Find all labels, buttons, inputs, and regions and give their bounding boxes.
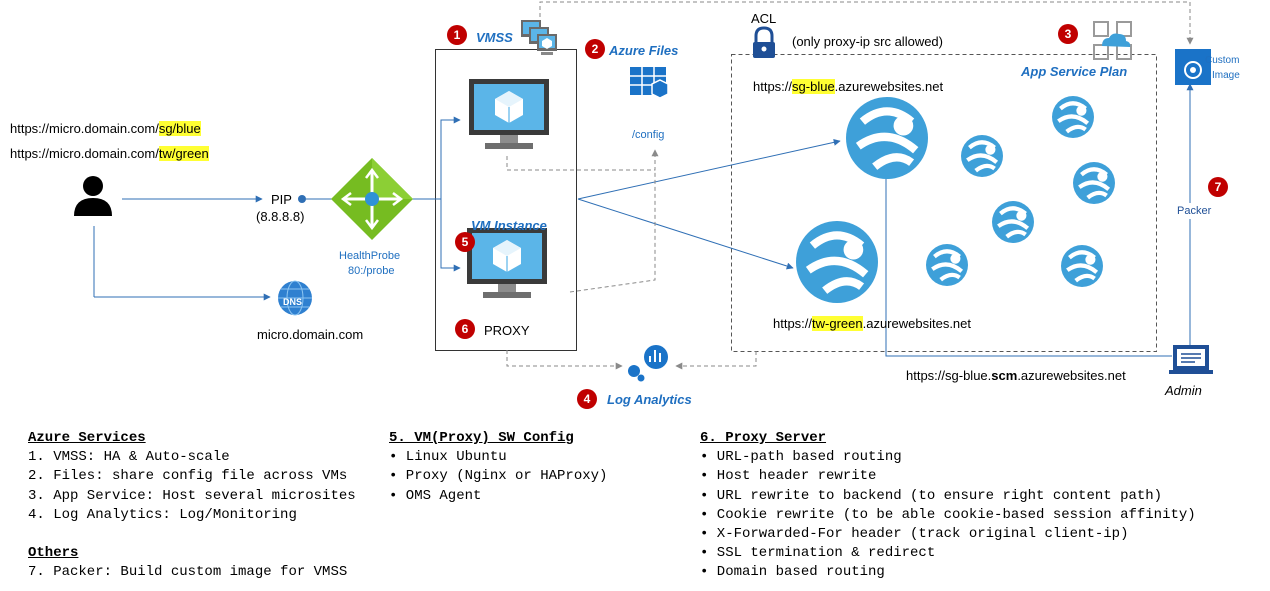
- url-path: sg/blue: [158, 121, 201, 136]
- vmss-box: [435, 49, 577, 351]
- site-name: tw-green: [812, 316, 863, 331]
- note-item: • SSL termination & redirect: [700, 545, 936, 562]
- badge-proxy: 6: [455, 319, 475, 339]
- azure-services-heading: Azure Services: [28, 430, 146, 446]
- web-app-icon: [992, 201, 1034, 243]
- note-item: • URL-path based routing: [700, 449, 902, 466]
- web-app-icon: [961, 135, 1003, 177]
- note-item: • Linux Ubuntu: [389, 449, 507, 466]
- vm-monitor-icon: [468, 78, 550, 150]
- web-app-tw-green-icon: [796, 221, 878, 303]
- user-icon: [74, 176, 112, 216]
- vm-instance-label: VM Instance: [471, 218, 547, 233]
- vm-config-heading: 5. VM(Proxy) SW Config: [389, 430, 574, 446]
- note-item: 3. App Service: Host several microsites: [28, 487, 356, 504]
- note-item: • Domain based routing: [700, 564, 885, 581]
- note-item: • URL rewrite to backend (to ensure righ…: [700, 487, 1163, 504]
- proxy-label: PROXY: [484, 323, 530, 338]
- url-prefix: https://: [773, 316, 813, 331]
- packer-label: Packer: [1175, 203, 1214, 219]
- url-prefix: https://micro.domain.com/: [10, 121, 159, 136]
- vmss-stack-icon: [521, 20, 557, 55]
- url-suffix: .azurewebsites.net: [834, 79, 944, 94]
- url-prefix: https://sg-blue.: [906, 368, 992, 383]
- url-prefix: https://: [753, 79, 793, 94]
- config-path: /config: [632, 129, 665, 141]
- admin-laptop-icon: [1169, 345, 1213, 374]
- pip-ip: (8.8.8.8): [256, 209, 305, 224]
- badge-log-analytics: 4: [577, 389, 597, 409]
- note-item: • Cookie rewrite (to be able cookie-base…: [700, 506, 1196, 523]
- note-item: • X-Forwarded-For header (track original…: [700, 526, 1129, 543]
- vm-config-notes: 5. VM(Proxy) SW Config • Linux Ubuntu • …: [389, 429, 607, 506]
- custom-image-line2: Image: [1212, 70, 1240, 81]
- web-app-icon: [1061, 245, 1103, 287]
- app-service-plan-icon: [1093, 21, 1132, 60]
- others-heading: Others: [28, 545, 79, 562]
- web-app-icon: [926, 244, 968, 286]
- dns-domain: micro.domain.com: [257, 327, 364, 342]
- azure-files-label: Azure Files: [609, 43, 679, 58]
- load-balancer-icon: [331, 158, 413, 240]
- app-service-plan-box: [731, 54, 1157, 352]
- acl-label: ACL: [751, 11, 777, 26]
- proxy-vm-monitor-icon: [466, 227, 548, 299]
- site-name: sg-blue: [792, 79, 835, 94]
- note-item: 1. VMSS: HA & Auto-scale: [28, 449, 230, 466]
- dns-icon: [278, 280, 312, 316]
- proxy-server-notes: 6. Proxy Server • URL-path based routing…: [700, 429, 1196, 583]
- web-app-icon: [1073, 162, 1115, 204]
- url-suffix: .azurewebsites.net: [862, 316, 972, 331]
- site-scm-url: https://sg-blue.scm.azurewebsites.net: [906, 368, 1126, 384]
- web-app-sg-blue-icon: [846, 97, 928, 179]
- proxy-server-heading: 6. Proxy Server: [700, 430, 827, 446]
- note-item: 4. Log Analytics: Log/Monitoring: [28, 506, 297, 523]
- badge-azure-files: 2: [585, 39, 605, 59]
- url-path: tw/green: [158, 146, 209, 161]
- badge-packer: 7: [1208, 177, 1228, 197]
- app-service-plan-label: App Service Plan: [1021, 64, 1128, 79]
- log-analytics-label: Log Analytics: [607, 392, 692, 407]
- badge-vmss: 1: [447, 25, 467, 45]
- url-sg-blue: https://micro.domain.com/sg/blue: [10, 121, 201, 137]
- site-sg-blue-url: https://sg-blue.azurewebsites.net: [753, 79, 943, 95]
- custom-image-line1: Custom: [1205, 55, 1240, 66]
- custom-image-link: [539, 1, 1194, 45]
- pip-label: PIP: [271, 192, 292, 207]
- url-prefix: https://micro.domain.com/: [10, 146, 159, 161]
- note-item: 7. Packer: Build custom image for VMSS: [28, 564, 348, 581]
- web-app-icon: [1052, 96, 1094, 138]
- note-item: • Proxy (Nginx or HAProxy): [389, 468, 608, 485]
- vmss-label: VMSS: [476, 30, 513, 45]
- site-tw-green-url: https://tw-green.azurewebsites.net: [773, 316, 971, 332]
- note-item: 2. Files: share config file across VMs: [28, 468, 348, 485]
- log-analytics-icon: [628, 345, 668, 382]
- badge-vm-instance: 5: [455, 232, 475, 252]
- azure-files-icon: [630, 67, 669, 99]
- badge-app-service-plan: 3: [1058, 24, 1078, 44]
- url-suffix: .azurewebsites.net: [1017, 368, 1126, 383]
- dns-icon-label: DNS: [283, 297, 303, 307]
- custom-image-icon: [1175, 49, 1211, 85]
- health-probe-path: 80:/probe: [348, 265, 395, 277]
- admin-label: Admin: [1165, 383, 1202, 398]
- health-probe-label: HealthProbe: [339, 250, 401, 262]
- acl-note: (only proxy-ip src allowed): [792, 34, 943, 49]
- scm-label: scm: [991, 368, 1018, 383]
- note-item: • OMS Agent: [389, 487, 482, 504]
- url-tw-green: https://micro.domain.com/tw/green: [10, 146, 209, 162]
- lock-icon: [753, 26, 775, 58]
- note-item: • Host header rewrite: [700, 468, 877, 485]
- azure-services-notes: Azure Services 1. VMSS: HA & Auto-scale …: [28, 429, 356, 582]
